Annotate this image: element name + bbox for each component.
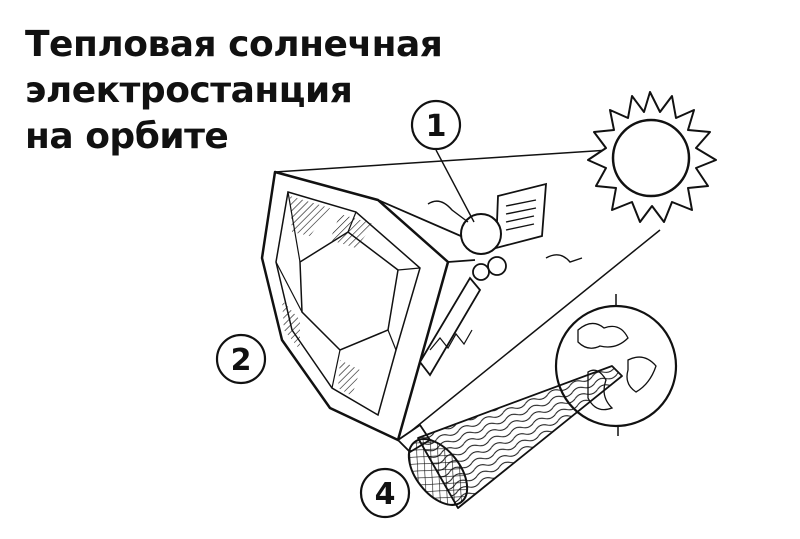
title-line-2: электростанция <box>25 70 353 111</box>
callout-lines <box>435 149 475 223</box>
label-2: 2 <box>215 333 267 385</box>
sunlight-cone <box>274 147 661 441</box>
concentrator-mirror <box>260 170 450 442</box>
receiver-unit <box>427 182 583 281</box>
diagram-title: Тепловая солнечная электростанция на орб… <box>25 22 443 160</box>
title-line-1: Тепловая солнечная <box>25 24 443 65</box>
label-1-text: 1 <box>426 109 447 144</box>
label-1: 1 <box>410 99 462 151</box>
label-4-text: 4 <box>375 477 396 512</box>
sun-icon <box>587 91 717 223</box>
energy-beam <box>407 365 623 509</box>
label-4: 4 <box>359 467 411 519</box>
title-line-3: на орбите <box>25 116 229 157</box>
label-2-text: 2 <box>231 343 252 378</box>
